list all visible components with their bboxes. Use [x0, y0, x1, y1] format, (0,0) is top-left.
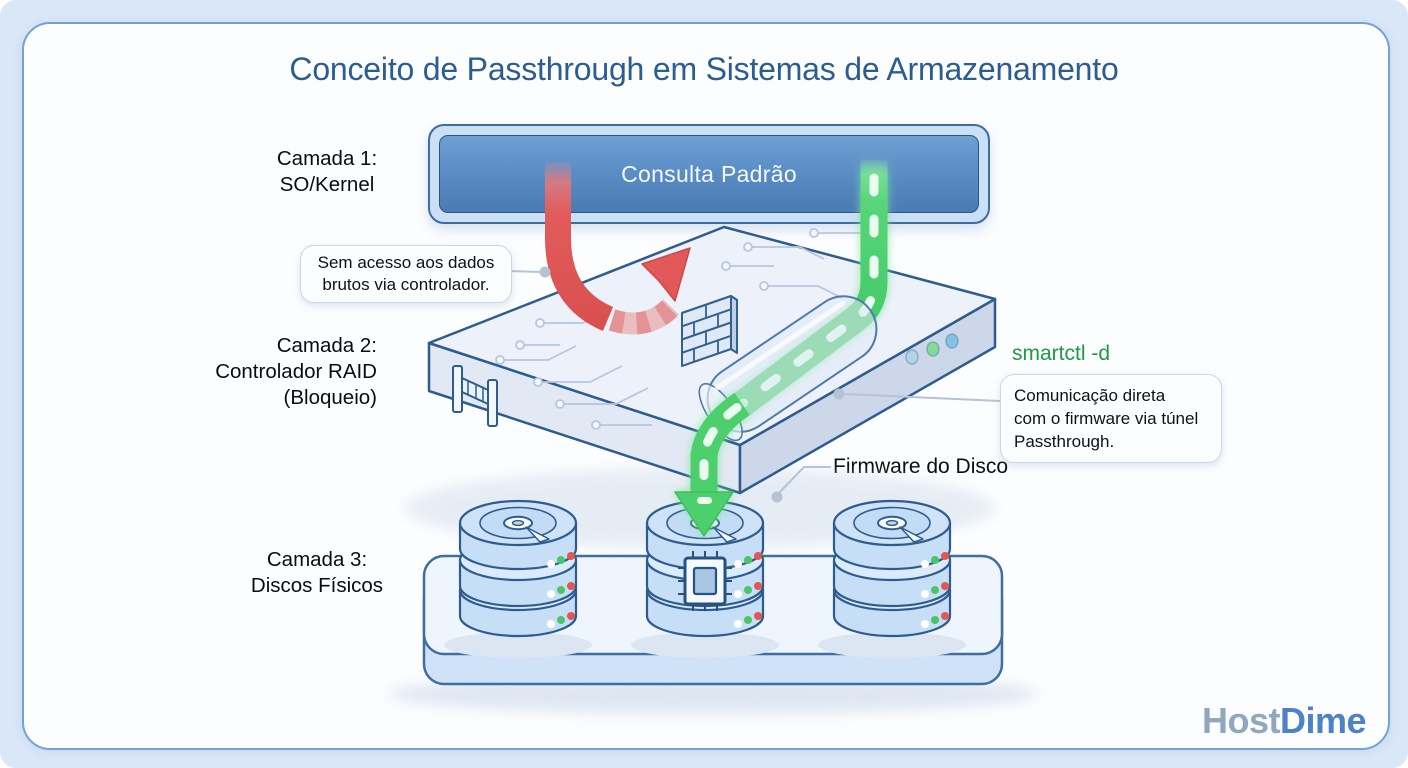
firmware-label: Firmware do Disco — [833, 455, 1009, 478]
passthrough-command-label: smartctl -d — [1012, 342, 1111, 365]
layer1-line1: Camada 1: — [276, 147, 378, 170]
blocked-callout-line1: Sem acesso aos dados — [317, 252, 495, 272]
passthrough-callout-line1: Comunicação direta — [1014, 386, 1166, 405]
layer-label-physical-disks: Camada 3: Discos Físicos — [232, 547, 402, 599]
layer3-line2: Discos Físicos — [250, 574, 384, 597]
standard-query-bar-inner: Consulta Padrão — [439, 135, 979, 213]
layer2-line3: (Bloqueio) — [283, 386, 377, 409]
blocked-callout-line2: brutos via controlador. — [322, 275, 490, 294]
hostdime-logo: HostDime — [1201, 700, 1367, 742]
blocked-access-callout: Sem acesso aos dados brutos via controla… — [300, 245, 512, 303]
layer1-line2: SO/Kernel — [279, 173, 375, 196]
logo-host: Host — [1201, 700, 1281, 741]
passthrough-callout: Comunicação direta com o firmware via tú… — [1000, 374, 1222, 463]
standard-query-bar: Consulta Padrão — [428, 124, 990, 224]
layer-label-raid-controller: Camada 2: Controlador RAID (Bloqueio) — [137, 333, 377, 411]
layer2-line1: Camada 2: — [276, 334, 377, 357]
passthrough-callout-line3: Passthrough. — [1014, 432, 1115, 451]
diagram-title: Conceito de Passthrough em Sistemas de A… — [289, 51, 1119, 87]
passthrough-callout-line2: com o firmware via túnel — [1014, 409, 1199, 428]
layer-label-os-kernel: Camada 1: SO/Kernel — [247, 146, 407, 198]
standard-query-label: Consulta Padrão — [621, 160, 797, 187]
logo-dime: Dime — [1279, 700, 1367, 741]
layer3-line1: Camada 3: — [266, 548, 368, 571]
layer2-line2: Controlador RAID — [215, 360, 377, 383]
